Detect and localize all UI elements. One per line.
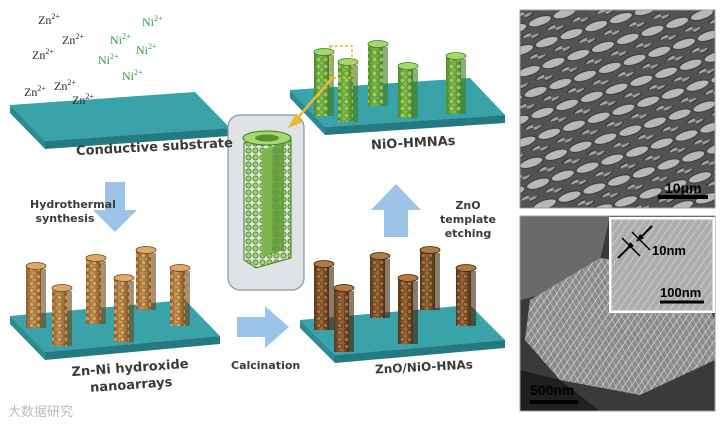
zinc-ion-label: Zn2+	[32, 47, 54, 63]
nio-nanorod	[446, 53, 466, 115]
zno-nio-nanorod	[420, 247, 440, 311]
zinc-ion-label: Zn2+	[38, 12, 60, 28]
zno-nio-nanorod	[456, 265, 476, 327]
zno-nio-nanorod	[334, 285, 354, 353]
sem-inset-scale-label: 100nm	[660, 285, 701, 300]
nickel-ion-label: Ni2+	[142, 14, 163, 30]
nickel-ion-label: Ni2+	[122, 68, 143, 84]
sem-bottom-scale-label: 500nm	[530, 382, 574, 398]
label-etching: ZnO template etching	[430, 199, 506, 241]
arrow-up-etching	[371, 184, 421, 237]
label-hydrothermal: Hydrothermal synthesis	[30, 198, 100, 226]
nio-nanorod	[314, 49, 334, 117]
zno-nio-nanorod	[314, 261, 334, 331]
sem-thickness-label: 10nm	[652, 243, 686, 258]
hydroxide-nanorod	[52, 285, 72, 347]
label-hydrothermal-line1: Hydrothermal	[30, 198, 100, 212]
nio-nanorod	[338, 59, 358, 123]
zinc-ion-label: Zn2+	[72, 92, 94, 108]
nickel-ion-label: Ni2+	[110, 32, 131, 48]
hydroxide-nanorod	[136, 247, 156, 311]
zinc-ion-label: Zn2+	[24, 84, 46, 100]
watermark: 大数据研究	[8, 401, 73, 420]
label-hydrothermal-line2: synthesis	[30, 212, 100, 226]
hydroxide-nanorod	[26, 263, 46, 329]
nickel-ion-label: Ni2+	[98, 52, 119, 68]
arrow-right-calcination	[237, 306, 289, 348]
hydroxide-nanorod	[86, 255, 106, 325]
hydroxide-nanorod	[170, 265, 190, 327]
zno-nio-nanorod	[398, 275, 418, 345]
nio-nanorod	[398, 63, 418, 119]
label-etching-line1: ZnO template	[430, 199, 506, 227]
label-calcination: Calcination	[231, 359, 300, 373]
zinc-ion-label: Zn2+	[62, 32, 84, 48]
zno-nio-nanorod	[370, 253, 390, 319]
zoomed-rod-panel	[228, 115, 304, 290]
nio-nanorod	[368, 41, 388, 107]
nickel-ion-label: Ni2+	[136, 42, 157, 58]
label-etching-line2: etching	[430, 227, 506, 241]
sem-image-top	[520, 10, 715, 208]
hydroxide-nanorod	[114, 275, 134, 343]
sem-top-scale-label: 10μm	[665, 180, 702, 196]
